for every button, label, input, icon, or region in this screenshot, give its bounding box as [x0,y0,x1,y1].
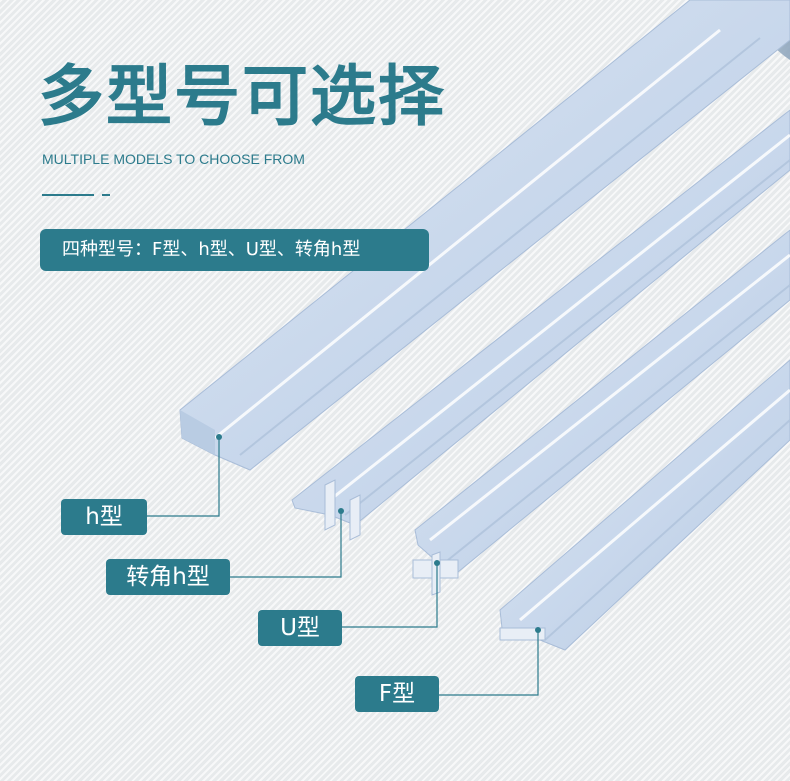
models-summary-badge: 四种型号：F型、h型、U型、转角h型 [40,229,429,271]
callout-line-h [147,437,220,517]
callout-line-f [439,630,539,696]
page-subtitle: MULTIPLE MODELS TO CHOOSE FROM [42,151,305,167]
callout-lines [147,437,539,696]
callout-dot-corner-h [338,508,344,514]
callout-dot-u [434,560,440,566]
strip-h [179,0,790,471]
strip-f [499,359,790,651]
strip-u [412,229,790,596]
model-label-h: h型 [61,499,147,535]
model-label-u: U型 [258,610,342,646]
model-label-corner-h: 转角h型 [106,559,230,595]
strip-corner-h [291,109,790,541]
callout-line-u [342,563,438,628]
callout-dot-f [535,627,541,633]
title-divider-dot [102,194,110,196]
page-title: 多型号可选择 [38,58,446,135]
model-label-f: F型 [355,676,439,712]
callout-dot-h [216,434,222,440]
title-divider [42,194,94,196]
callout-line-corner-h [230,511,342,578]
callout-dots [216,434,541,633]
